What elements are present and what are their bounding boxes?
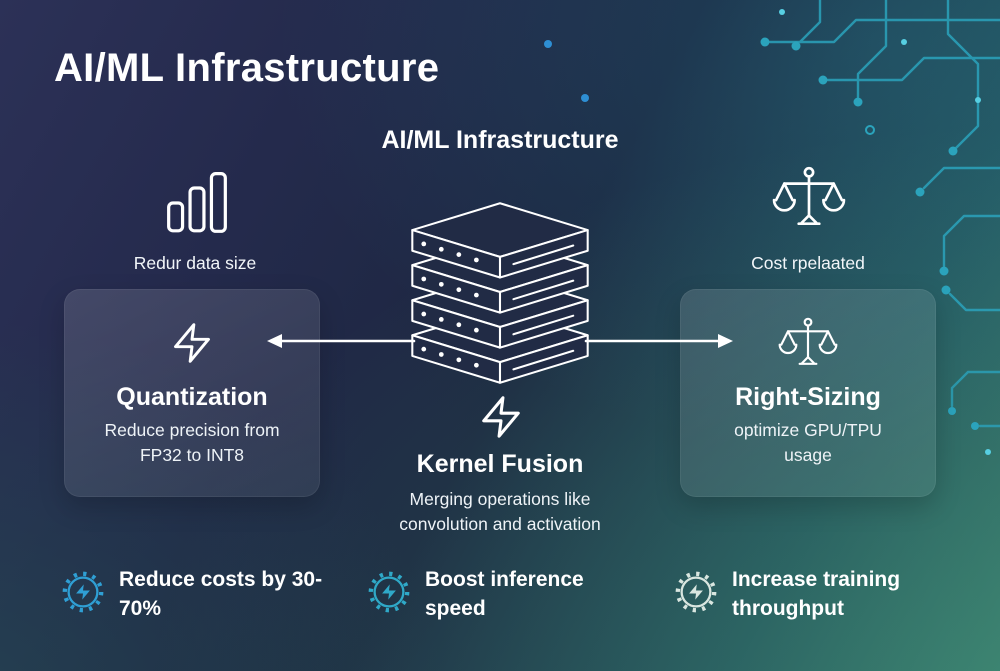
right-sizing-heading: Right-Sizing [735, 383, 881, 411]
scale-icon [778, 311, 838, 375]
left-arrow [267, 334, 416, 348]
bar-chart-icon [166, 172, 228, 234]
quantization-description: Reduce precision from FP32 to INT8 [104, 420, 280, 465]
benefit-label: Reduce costs by 30-70% [119, 568, 323, 620]
quantization-card: Quantization Reduce precision from FP32 … [64, 289, 320, 497]
quantization-heading: Quantization [116, 383, 268, 411]
scale-icon [772, 166, 846, 230]
gear-bolt-icon [673, 569, 719, 615]
kernel-fusion-heading: Kernel Fusion [416, 450, 584, 478]
right-arrow [584, 334, 733, 348]
server-stack-icon [402, 200, 598, 386]
kernel-fusion-description: Merging operations like convolution and … [399, 489, 601, 534]
circuit-pattern-right [948, 370, 1000, 455]
benefit-item: Reduce costs by 30-70% [60, 566, 329, 624]
benefit-label: Boost inference speed [425, 568, 584, 620]
page-title: AI/ML Infrastructure [54, 46, 440, 90]
left-branch-caption: Redur data size [133, 253, 257, 273]
gear-bolt-icon [366, 569, 412, 615]
center-node-title: AI/ML Infrastructure [381, 126, 619, 154]
right-sizing-card: Right-Sizing optimize GPU/TPU usage [680, 289, 936, 497]
benefit-item: Increase training throughput [673, 566, 942, 624]
circuit-pattern-topright [544, 0, 1000, 312]
benefit-label: Increase training throughput [732, 568, 901, 620]
lightning-icon [478, 392, 524, 442]
right-sizing-description: optimize GPU/TPU usage [734, 420, 882, 465]
lightning-icon [170, 311, 214, 375]
benefit-item: Boost inference speed [366, 566, 605, 624]
gear-bolt-icon [60, 569, 106, 615]
right-branch-caption: Cost rpelaated [751, 253, 865, 273]
